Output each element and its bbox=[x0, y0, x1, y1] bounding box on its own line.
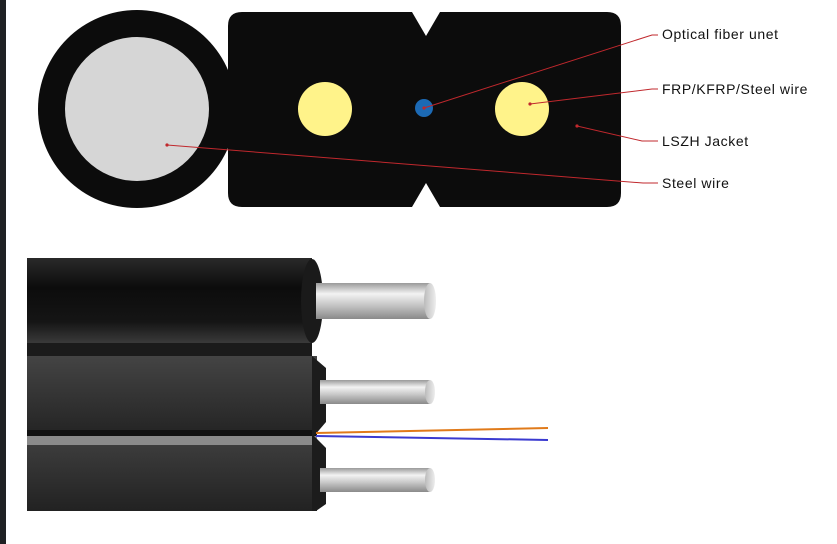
label-steel-wire: Steel wire bbox=[662, 175, 730, 191]
strength-member-right bbox=[495, 82, 549, 136]
steel-wire-core bbox=[65, 37, 209, 181]
messenger-body bbox=[27, 258, 312, 343]
leader-lines bbox=[166, 34, 658, 184]
frp-rod-upper bbox=[320, 380, 430, 404]
flat-upper bbox=[27, 356, 317, 430]
frp-rod-upper-tip bbox=[425, 380, 435, 404]
frp-rod-lower-tip bbox=[425, 468, 435, 492]
groove bbox=[27, 430, 317, 436]
strength-member-left bbox=[298, 82, 352, 136]
leader-strength bbox=[529, 88, 658, 105]
leader-dots bbox=[165, 102, 579, 147]
frp-rod-lower bbox=[320, 468, 430, 492]
cross-section bbox=[38, 10, 621, 208]
steel-wire-rod-tip bbox=[424, 283, 436, 319]
leader-fiber bbox=[423, 34, 658, 109]
leader-steel bbox=[166, 144, 658, 184]
fiber-orange bbox=[315, 427, 549, 434]
neck bbox=[27, 343, 312, 356]
messenger-end bbox=[301, 259, 323, 343]
steel-wire-rod bbox=[316, 283, 430, 319]
fiber-blue bbox=[315, 435, 549, 441]
label-optical-fiber: Optical fiber unet bbox=[662, 26, 779, 42]
label-strength-member: FRP/KFRP/Steel wire bbox=[662, 81, 808, 97]
fiber-strip bbox=[27, 436, 317, 445]
left-edge-bar bbox=[0, 0, 6, 544]
side-view bbox=[27, 258, 549, 511]
label-jacket: LSZH Jacket bbox=[662, 133, 749, 149]
leader-jacket bbox=[576, 125, 658, 142]
flat-lower bbox=[27, 445, 317, 511]
